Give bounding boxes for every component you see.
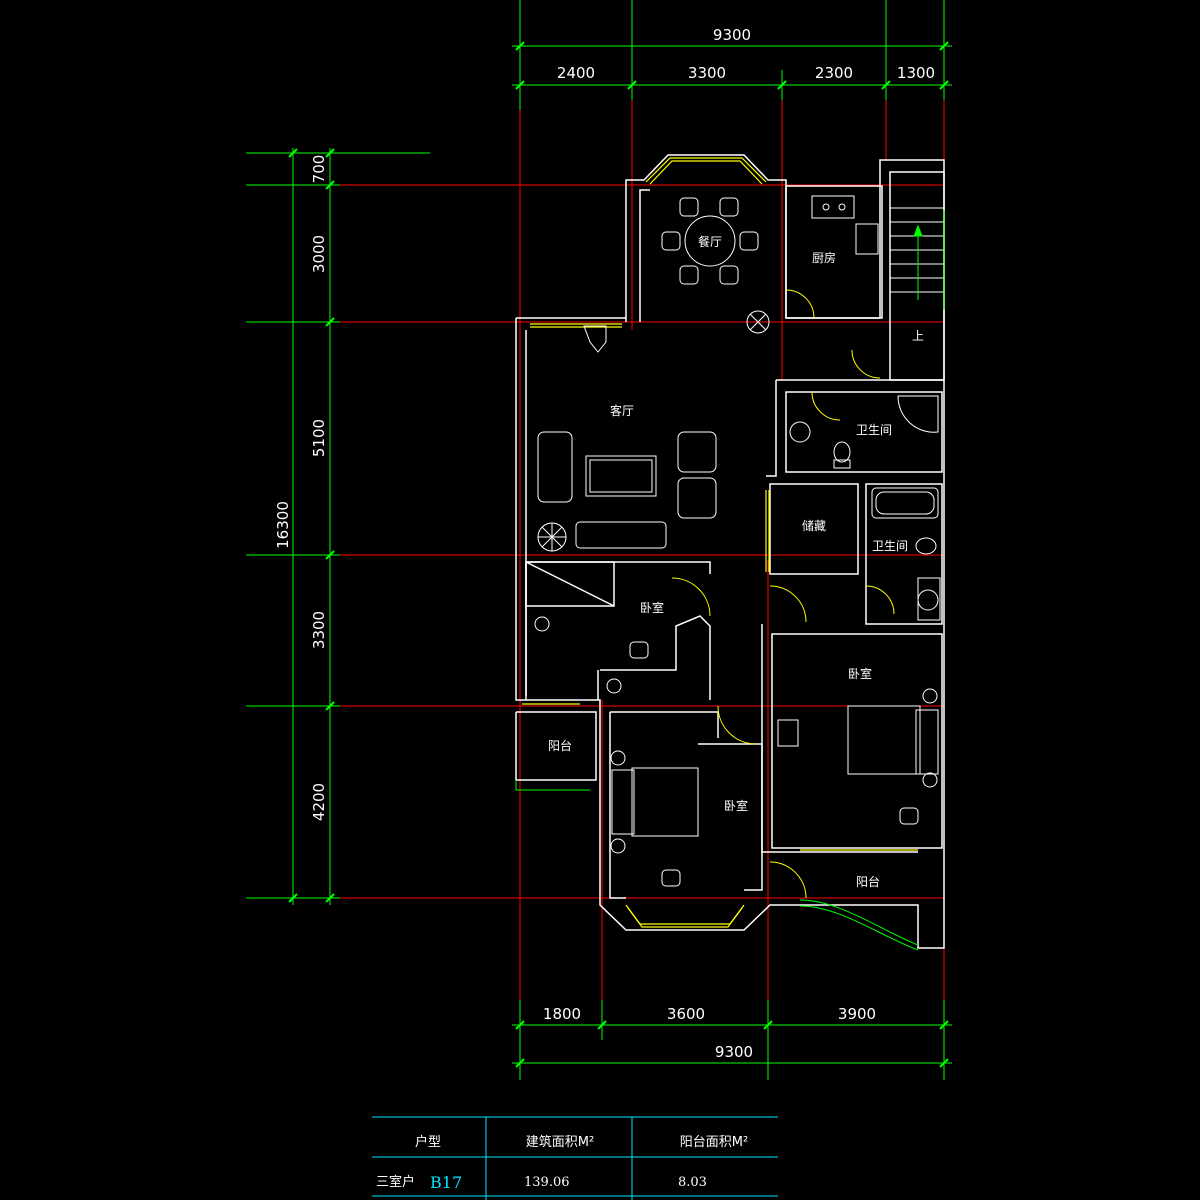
dim-bottom-seg-3: 3900 xyxy=(838,1005,876,1023)
windows xyxy=(522,157,918,928)
dimension-ticks xyxy=(288,41,949,1068)
area-table xyxy=(372,1116,778,1200)
balcony-door xyxy=(515,780,919,951)
plant-icon xyxy=(746,310,770,334)
dim-left-seg-2: 3000 xyxy=(310,235,328,273)
stair-treads xyxy=(890,207,944,293)
room-label-bedroom-3: 卧室 xyxy=(848,666,872,681)
room-label-stair-up: 上 xyxy=(912,329,924,343)
dim-top-seg-3: 2300 xyxy=(815,64,853,82)
bed-icon xyxy=(534,616,939,854)
room-label-balcony-1: 阳台 xyxy=(548,738,572,753)
dim-left-seg-4: 3300 xyxy=(310,611,328,649)
kitchen-sink-icon xyxy=(811,195,879,255)
toilet-icon xyxy=(789,395,939,469)
dim-bottom-seg-2: 3600 xyxy=(667,1005,705,1023)
dim-top-total: 9300 xyxy=(713,26,751,44)
table-cell-balcony-area: 8.03 xyxy=(678,1175,707,1190)
bathtub-icon xyxy=(871,487,941,621)
room-label-balcony-2: 阳台 xyxy=(856,874,880,889)
table-header-balcony-area: 阳台面积M² xyxy=(680,1135,748,1150)
room-label-kitchen: 厨房 xyxy=(812,250,836,265)
dim-bottom-seg-1: 1800 xyxy=(543,1005,581,1023)
table-cell-type-label: 三室户 xyxy=(376,1174,415,1190)
dim-left-seg-1: 700 xyxy=(310,155,328,184)
dim-left-seg-3: 5100 xyxy=(310,419,328,457)
dim-top-seg-2: 3300 xyxy=(688,64,726,82)
room-label-dining: 餐厅 xyxy=(698,234,722,249)
room-label-bath-1: 卫生间 xyxy=(856,423,892,437)
dim-left-total: 16300 xyxy=(274,501,292,549)
room-label-bedroom-2: 卧室 xyxy=(724,798,748,813)
dining-table-icon xyxy=(661,197,759,285)
table-header-building-area: 建筑面积M² xyxy=(526,1134,594,1150)
axis-grid xyxy=(330,85,945,1000)
table-header-type: 户型 xyxy=(415,1134,441,1150)
door-swings xyxy=(671,289,895,899)
potted-plant-icon xyxy=(537,522,567,552)
room-label-bath-2: 卫生间 xyxy=(872,539,908,553)
dim-bottom-total: 9300 xyxy=(715,1043,753,1061)
room-label-bedroom-1: 卧室 xyxy=(640,600,664,615)
dimension-lines xyxy=(246,0,952,1080)
walls xyxy=(515,154,945,949)
dim-top-seg-1: 2400 xyxy=(557,64,595,82)
chair-icon xyxy=(629,641,919,887)
tv-cabinet-icon xyxy=(583,325,607,353)
dim-top-seg-4: 1300 xyxy=(897,64,935,82)
room-label-storage: 储藏 xyxy=(802,518,826,533)
room-label-living: 客厅 xyxy=(610,403,634,418)
table-cell-type-code: B17 xyxy=(430,1173,462,1192)
sofa-set-icon xyxy=(537,431,717,549)
table-cell-building-area: 139.06 xyxy=(524,1175,570,1190)
stair-arrow-icon xyxy=(913,210,945,310)
dim-left-seg-5: 4200 xyxy=(310,783,328,821)
